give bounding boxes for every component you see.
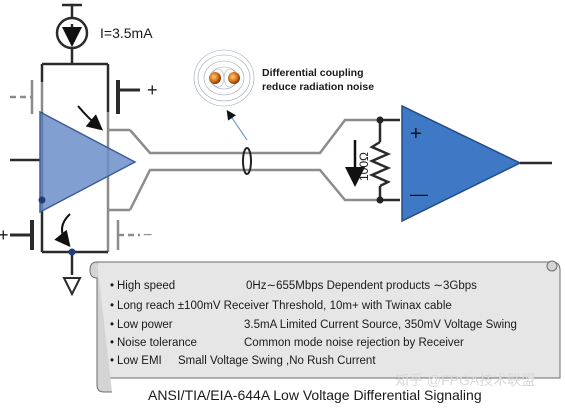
feature-bullet: • (110, 280, 114, 292)
junction-dot (376, 116, 384, 124)
feature-name: Long reach ±100mV Receiver Threshold, 10… (117, 300, 452, 312)
features-scroll (89, 260, 561, 393)
junction-dot (376, 196, 384, 204)
feature-row: •Low power 3.5mA Limited Current Source, … (110, 319, 517, 331)
feature-row: •Low EMI Small Voltage Swing ,No Rush Cur… (110, 355, 376, 367)
gate-plus-bottom: + (0, 225, 9, 245)
current-arrow-bottom (54, 213, 71, 248)
differential-pair (128, 118, 380, 211)
feature-description: Common mode noise rejection by Receiver (244, 337, 464, 349)
feature-row: •Noise tolerance Common mode noise reject… (110, 337, 464, 349)
feature-bullet: • (110, 337, 114, 349)
resistor-label: 100Ω (357, 152, 371, 181)
feature-description: 0Hz∼655Mbps Dependent products ∼3Gbps (246, 280, 477, 292)
current-source-label: I=3.5mA (100, 25, 153, 41)
termination-resistor (368, 118, 400, 202)
feature-name: Noise tolerance (117, 337, 197, 349)
feature-bullet: • (110, 355, 114, 367)
current-arrow-top (77, 105, 104, 131)
feature-bullet: • (110, 300, 114, 312)
ground-icon (62, 277, 82, 297)
feature-name: High speed (117, 280, 175, 292)
coupling-field-icon (193, 49, 255, 107)
receiver-plus: + (410, 123, 422, 145)
feature-name: Low EMI (117, 355, 162, 367)
gate-plus-top: + (147, 80, 158, 100)
driver-triangle (39, 110, 137, 214)
receiver-triangle (401, 104, 522, 223)
gate-minus-bottom: − (143, 227, 152, 244)
feature-bullet: • (110, 319, 114, 331)
junction-dot (38, 196, 46, 204)
coupling-note-line1: Differential coupling (262, 67, 364, 79)
feature-row: •High speed 0Hz∼655Mbps Dependent product… (110, 280, 477, 292)
feature-row: •Long reach ±100mV Receiver Threshold, 1… (110, 300, 452, 312)
figure-caption: ANSI/TIA/EIA-644A Low Voltage Differenti… (148, 387, 482, 403)
receiver-minus: — (410, 184, 428, 204)
coupling-note-line2: reduce radiation noise (262, 81, 374, 93)
junction-dot (68, 248, 76, 256)
feature-name: Low power (117, 319, 173, 331)
pair-ring (242, 147, 252, 175)
feature-description: 3.5mA Limited Current Source, 350mV Volt… (244, 319, 517, 331)
watermark: 知乎 @FPGA技术联盟 (395, 372, 535, 388)
callout-arrow (226, 110, 248, 141)
current-source: I=3.5mA (55, 3, 153, 64)
feature-description: Small Voltage Swing ,No Rush Current (178, 355, 376, 367)
